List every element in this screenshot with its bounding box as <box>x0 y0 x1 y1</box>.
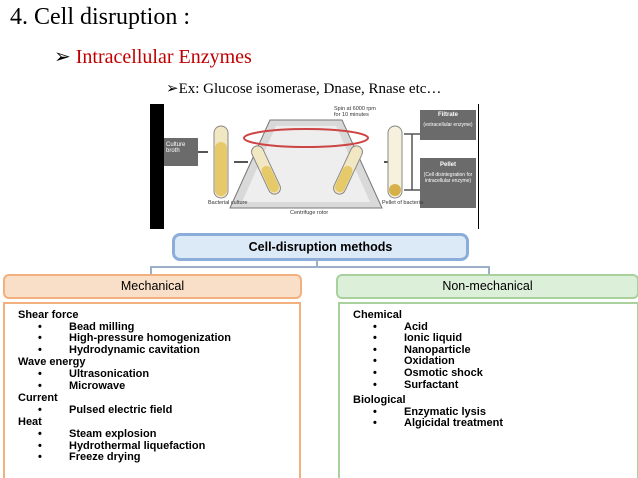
example-text: Ex: Glucose isomerase, Dnase, Rnase etc… <box>178 81 442 97</box>
pellet-desc: (Cell disintegration for intracellular e… <box>423 172 473 184</box>
arrow-bullet-icon: ➢ <box>54 46 71 68</box>
mechanical-methods-panel: Shear force •Bead milling •High-pressure… <box>3 302 301 478</box>
slide-title: 4. Cell disruption : <box>10 4 190 30</box>
method-item: •Microwave <box>38 379 126 392</box>
example-line: ➢Ex: Glucose isomerase, Dnase, Rnase etc… <box>166 79 441 98</box>
method-item: •Hydrothermal liquefaction <box>38 439 206 452</box>
spin-note-label: Spin at 6000 rpm for 10 minutes <box>334 106 376 118</box>
mechanical-heading: Mechanical <box>3 274 302 299</box>
filtrate-title: Filtrate <box>437 112 458 118</box>
method-item: •Ionic liquid <box>373 332 463 345</box>
method-group-name: Wave energy <box>18 356 86 369</box>
method-group-name: Heat <box>18 416 42 429</box>
method-item: •Freeze drying <box>38 451 141 464</box>
method-item: •Enzymatic lysis <box>373 405 486 418</box>
method-item: •Pulsed electric field <box>38 403 173 416</box>
method-item: •Steam explosion <box>38 427 157 440</box>
non-mechanical-methods-panel: Chemical •Acid •Ionic liquid •Nanopartic… <box>338 302 638 478</box>
method-item: •Hydrodynamic cavitation <box>38 343 200 356</box>
method-item: •Acid <box>373 320 428 333</box>
centrifugation-figure: Culture broth Bacterial culture Spin at … <box>150 104 479 229</box>
culture-broth-label: Culture broth <box>166 142 186 154</box>
tree-connector <box>316 258 318 266</box>
arrow-bullet-icon: ➢ <box>166 81 179 97</box>
method-item: •Nanoparticle <box>373 343 471 356</box>
filtrate-desc: (extracellular enzyme) <box>423 122 473 128</box>
method-item: •Algicidal treatment <box>373 417 504 430</box>
method-item: •Surfactant <box>373 378 459 391</box>
pellet-of-bacteria-label: Pellet of bacteria <box>382 200 423 206</box>
method-group-name: Current <box>18 392 58 405</box>
method-item: •Oxidation <box>373 355 455 368</box>
method-item: •High-pressure homogenization <box>38 332 231 345</box>
centrifuge-illustration <box>164 110 476 209</box>
pellet-title: Pellet <box>439 162 456 168</box>
method-group-name: Shear force <box>18 309 79 321</box>
method-item: •Ultrasonication <box>38 367 150 380</box>
method-group-name: Chemical <box>353 309 402 321</box>
method-item: •Bead milling <box>38 320 135 333</box>
method-item: •Osmotic shock <box>373 366 483 379</box>
cell-disruption-methods-node: Cell-disruption methods <box>172 233 469 261</box>
centrifuge-rotor-label: Centrifuge rotor <box>290 210 329 216</box>
bacterial-culture-label: Bacterial culture <box>208 200 248 206</box>
tree-connector <box>150 266 490 276</box>
non-mechanical-heading: Non-mechanical <box>336 274 638 299</box>
subtitle-text: Intracellular Enzymes <box>75 46 252 68</box>
subtitle-line: ➢ Intracellular Enzymes <box>54 44 252 69</box>
method-group-name: Biological <box>353 394 406 407</box>
